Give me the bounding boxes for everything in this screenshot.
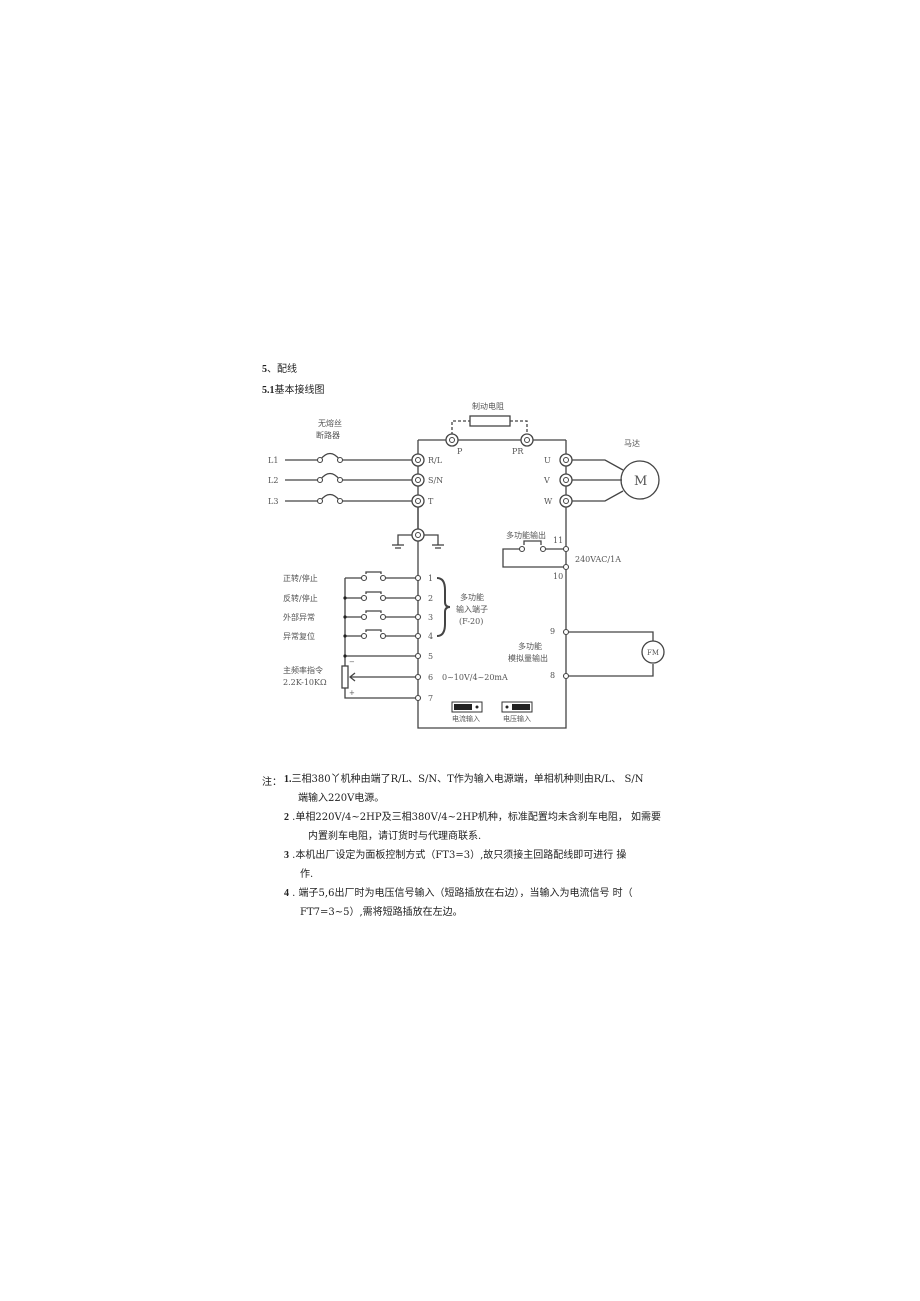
terminal-u: U bbox=[544, 456, 551, 465]
section-number: 5 bbox=[262, 364, 267, 375]
terminal-1: 1 bbox=[428, 574, 433, 583]
terminal-v: V bbox=[543, 476, 550, 485]
analog-terminal-8: 8 bbox=[550, 671, 555, 680]
jumper-current-label: 电流输入 bbox=[452, 714, 480, 723]
input-l1: L1 bbox=[268, 456, 278, 465]
terminal-pr: PR bbox=[512, 447, 524, 456]
note-1: 1.三相380丫机种由端了R/L、S/N、T作为输入电源端，单相机种则由R/L、… bbox=[284, 774, 644, 785]
section-title: 、配线 bbox=[267, 364, 297, 375]
fm-meter-symbol: FM bbox=[647, 649, 659, 657]
analog-out-label-1: 多功能 bbox=[518, 641, 542, 651]
terminal-2: 2 bbox=[428, 594, 433, 603]
analog-terminal-9: 9 bbox=[550, 627, 555, 636]
subsection-number: 5.1 bbox=[262, 385, 275, 396]
terminal-w: W bbox=[544, 497, 553, 506]
note-2-cont: 内置刹车电阻，请订货时与代理商联系. bbox=[308, 831, 482, 842]
motor-symbol: M bbox=[634, 474, 647, 489]
terminal-5: 5 bbox=[428, 652, 433, 661]
analog-out-label-2: 模拟量输出 bbox=[508, 653, 548, 663]
brake-resistor-label: 制动电阻 bbox=[472, 401, 504, 411]
terminal-sn: S/N bbox=[428, 476, 443, 485]
subsection-heading: 5.1基本接线图 bbox=[262, 381, 325, 396]
input-label-reverse: 反转/停止 bbox=[283, 593, 318, 603]
terminal-t: T bbox=[428, 497, 434, 506]
note-3: 3 .本机出厂设定为面板控制方式（FT3=3）,故只须接主回路配线即可进行 操 bbox=[284, 850, 627, 861]
relay-terminal-10: 10 bbox=[553, 572, 563, 581]
notes-list: 1.三相380丫机种由端了R/L、S/N、T作为输入电源端，单相机种则由R/L、… bbox=[284, 770, 694, 922]
relay-rating: 240VAC/1A bbox=[575, 555, 621, 564]
terminal-p: P bbox=[457, 447, 463, 456]
pot-minus: − bbox=[349, 658, 355, 666]
notes-prefix: 注： bbox=[262, 777, 282, 788]
freq-cmd-label-2: 2.2K-10KΩ bbox=[283, 678, 327, 687]
input-label-forward: 正转/停止 bbox=[283, 573, 318, 583]
multi-input-label-3: (F-20) bbox=[459, 617, 483, 626]
wiring-diagram: 无熔丝 断路器 L1 L2 L3 R/L S/N T 制动电阻 P PR U V… bbox=[268, 401, 665, 729]
breaker-label-2: 断路器 bbox=[316, 430, 340, 440]
analog-input-range: 0~10V/4~20mA bbox=[442, 673, 508, 682]
motor-label: 马达 bbox=[624, 438, 640, 448]
note-2: 2 .单相220V/4~2HP及三相380V/4~2HP机种，标准配置均未含刹车… bbox=[284, 812, 661, 823]
subsection-title: 基本接线图 bbox=[274, 385, 325, 396]
input-l2: L2 bbox=[268, 476, 278, 485]
input-label-ext-fault: 外部异常 bbox=[283, 612, 315, 622]
note-4: 4 . 端子5,6出厂时为电压信号输入（短路插放在右边），当输入为电流信号 时（ bbox=[284, 888, 633, 899]
breaker-label-1: 无熔丝 bbox=[318, 418, 342, 428]
terminal-4: 4 bbox=[428, 632, 433, 641]
terminal-rl: R/L bbox=[428, 456, 443, 465]
jumper-voltage-label: 电压输入 bbox=[503, 714, 531, 723]
freq-cmd-label-1: 主频率指令 bbox=[283, 665, 323, 675]
terminal-7: 7 bbox=[428, 694, 433, 703]
terminal-6: 6 bbox=[428, 673, 433, 682]
relay-output-label: 多功能输出 bbox=[506, 530, 546, 540]
section-heading: 5、配线 bbox=[262, 360, 297, 375]
multi-input-label-2: 输入端子 bbox=[456, 604, 488, 614]
input-l3: L3 bbox=[268, 497, 278, 506]
note-4-cont: FT7=3~5）,需将短路插放在左边。 bbox=[300, 907, 463, 918]
pot-plus: + bbox=[349, 689, 355, 697]
relay-terminal-11: 11 bbox=[553, 536, 563, 545]
note-3-cont: 作. bbox=[300, 869, 314, 880]
note-1-cont: 端输入220V电源。 bbox=[298, 793, 385, 804]
multi-input-label-1: 多功能 bbox=[460, 592, 484, 602]
input-label-reset: 异常复位 bbox=[283, 631, 315, 641]
terminal-3: 3 bbox=[428, 613, 433, 622]
